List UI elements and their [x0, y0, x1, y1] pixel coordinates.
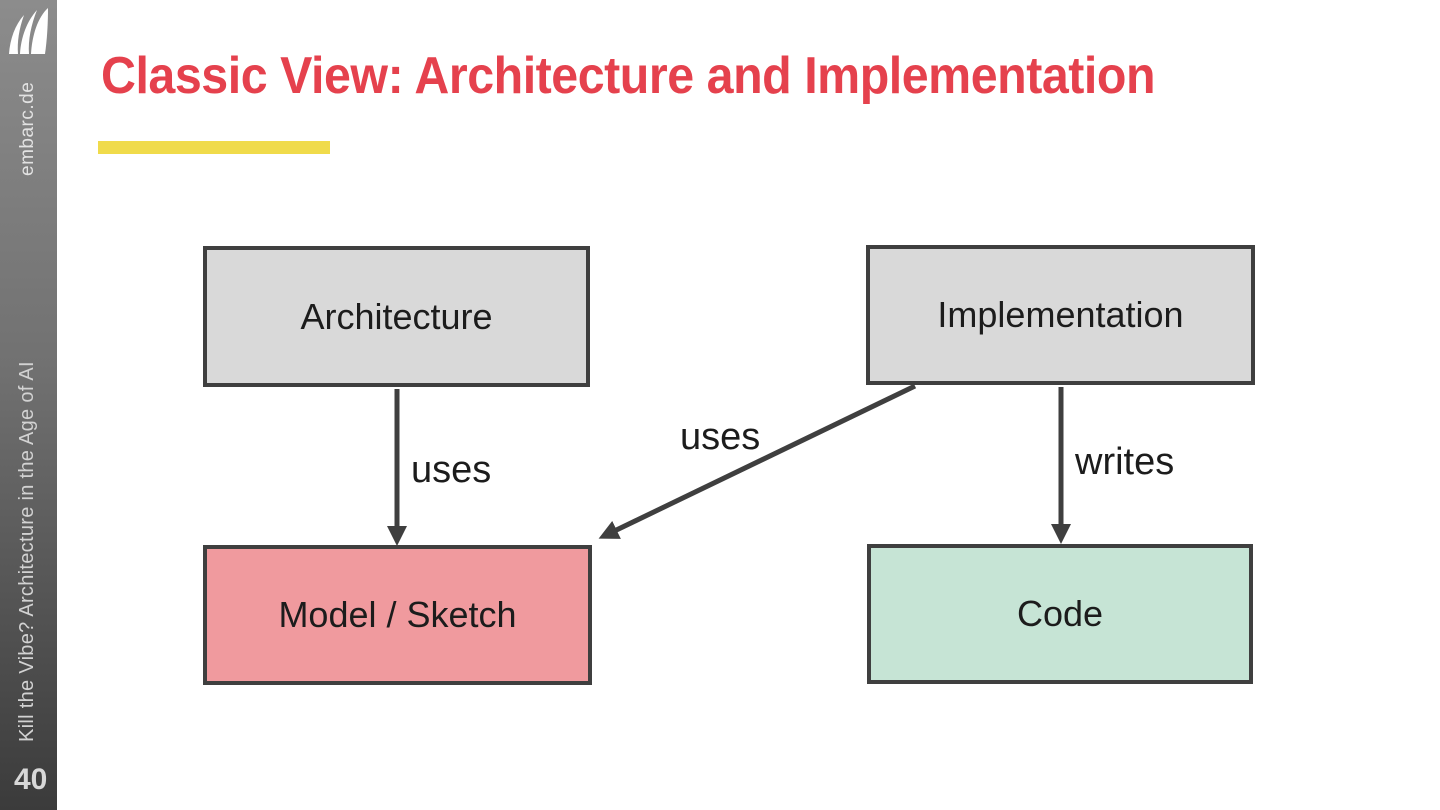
node-code: Code — [867, 544, 1253, 684]
page-number: 40 — [14, 763, 48, 796]
node-architecture: Architecture — [203, 246, 590, 387]
edge-label-uses-architecture: uses — [411, 449, 492, 491]
title-accent-bar — [98, 141, 330, 154]
sidebar: embarc.de Kill the Vibe? Architecture in… — [0, 0, 57, 810]
embarc-logo-icon — [9, 8, 48, 54]
node-code-label: Code — [1016, 593, 1104, 634]
node-architecture-label: Architecture — [300, 295, 493, 337]
deck-title-vertical: Kill the Vibe? Architecture in the Age o… — [16, 361, 38, 742]
brand-url-vertical: embarc.de — [17, 81, 38, 176]
node-model-sketch: Model / Sketch — [203, 545, 592, 685]
arrow-implementation-uses-model — [598, 383, 917, 539]
node-model-sketch-label: Model / Sketch — [278, 594, 517, 635]
slide-title: Classic View: Architecture and Implement… — [101, 47, 1156, 105]
edge-label-uses-implementation: uses — [680, 416, 761, 458]
edge-label-writes: writes — [1075, 441, 1175, 483]
node-implementation: Implementation — [866, 245, 1255, 385]
node-implementation-label: Implementation — [937, 294, 1184, 335]
